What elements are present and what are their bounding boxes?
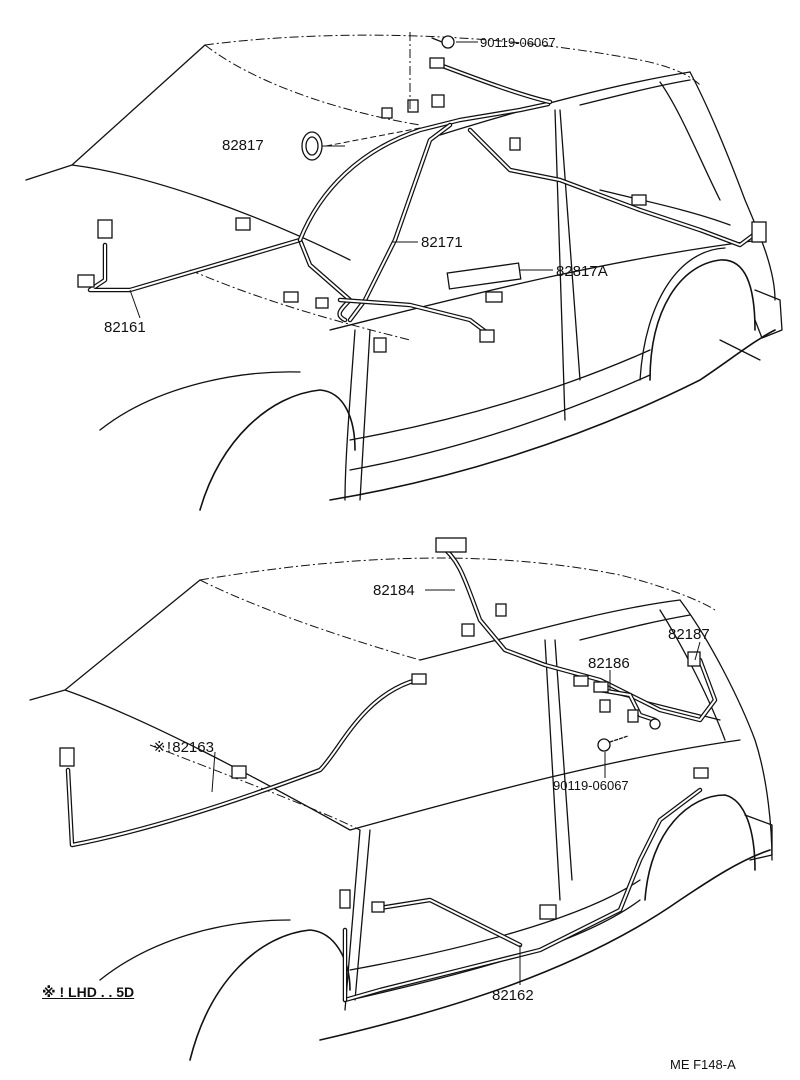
label-protector: 82817A [556,263,608,280]
label-clip-top: 90119-06067 [480,35,556,50]
figure-code: ME F148-A [670,1057,736,1072]
label-clip-bottom: 90119-06067 [553,778,629,793]
label-side-wire: 82162 [492,987,534,1004]
top-car-body [25,34,783,511]
label-lhd-wire: ※ ! 82163 [153,739,214,756]
label-roof-wire: 82184 [373,582,415,599]
lhd-note: ※ ! LHD . . 5D [42,984,135,1000]
label-door-wire: 82171 [421,234,463,251]
top-wire-harness [77,32,767,353]
label-grommet: 82817 [222,137,264,154]
bottom-wire-harness [59,537,718,1003]
label-sub-wire: 82186 [588,655,630,672]
label-back-door-wire: 82187 [668,626,710,643]
label-floor-wire: 82161 [104,319,146,336]
